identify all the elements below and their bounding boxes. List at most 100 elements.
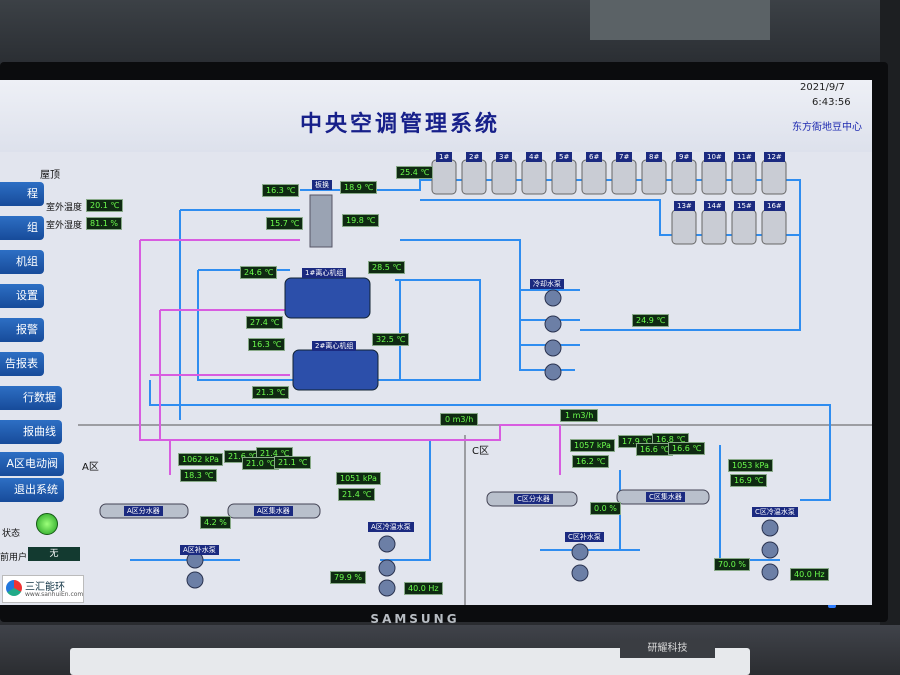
company-logo: 三汇能环 www.sanhuiEn.com xyxy=(2,575,84,603)
tower-7-label: 7# xyxy=(616,152,633,162)
sidebar-item-1[interactable]: 程 xyxy=(0,182,44,206)
reading-28-5: 28.5 ℃ xyxy=(368,261,406,274)
zone-c-collector-label: C区集水器 xyxy=(646,492,685,502)
zone-c-pressure-1: 1057 kPa xyxy=(570,439,615,452)
reading-32-5: 32.5 ℃ xyxy=(372,333,410,346)
sidebar-item-7[interactable]: 行数据 xyxy=(0,386,62,410)
sidebar-item-8[interactable]: 报曲线 xyxy=(0,420,62,444)
zone-a-freq: 40.0 Hz xyxy=(404,582,443,595)
logo-mark-icon xyxy=(6,580,22,596)
reading-25-4: 25.4 ℃ xyxy=(396,166,434,179)
user-value: 无 xyxy=(28,547,80,561)
magenta-pipes xyxy=(139,239,561,475)
sidebar-item-2[interactable]: 组 xyxy=(0,216,44,240)
reading-15-7: 15.7 ℃ xyxy=(266,217,304,230)
tower-16-label: 16# xyxy=(764,201,785,211)
tower-4-label: 4# xyxy=(526,152,543,162)
zone-a-title: A区 xyxy=(82,462,99,473)
flow-zone-a: 0 m3/h xyxy=(440,413,479,426)
roof-title: 屋顶 xyxy=(40,170,60,181)
zone-c-temp-1: 16.2 ℃ xyxy=(572,455,610,468)
outdoor-temp-label: 室外温度 xyxy=(46,203,83,213)
tower-13-label: 13# xyxy=(674,201,695,211)
zone-a-temp-1: 18.3 ℃ xyxy=(180,469,218,482)
outdoor-temp-value: 20.1 ℃ xyxy=(86,199,124,212)
sidebar-item-6[interactable]: 告报表 xyxy=(0,352,44,376)
reading-27-4: 27.4 ℃ xyxy=(246,316,284,329)
logo-url: www.sanhuiEn.com xyxy=(25,591,84,598)
tower-8-label: 8# xyxy=(646,152,663,162)
desk-tag: 研耀科技 xyxy=(620,640,715,658)
reading-24-9: 24.9 ℃ xyxy=(632,314,670,327)
reading-16-3-b: 16.3 ℃ xyxy=(248,338,286,351)
reading-16-3-a: 16.3 ℃ xyxy=(262,184,300,197)
time-display: 6:43:56 xyxy=(812,97,851,108)
tower-15-label: 15# xyxy=(734,201,755,211)
zone-c-supply-pump-label: C区补水泵 xyxy=(565,532,604,542)
chiller-1-label: 1#离心机组 xyxy=(302,268,347,278)
flow-zone-c: 1 m3/h xyxy=(560,409,599,422)
sidebar-item-4[interactable]: 设置 xyxy=(0,284,44,308)
tower-5-label: 5# xyxy=(556,152,573,162)
monitor-brand: SAMSUNG xyxy=(370,612,460,626)
power-led-icon xyxy=(828,604,836,608)
logo-text: 三汇能环 xyxy=(25,582,65,593)
header: 中央空调管理系统 2021/9/7 6:43:56 东方衙地豆中心 xyxy=(0,80,872,152)
outdoor-humidity-value: 81.1 % xyxy=(86,217,122,230)
zone-a-pumps-icon xyxy=(186,535,396,597)
tower-14-label: 14# xyxy=(704,201,725,211)
zone-c-valve-pct: 0.0 % xyxy=(590,502,621,515)
zone-c-small-4: 16.6 ℃ xyxy=(668,442,706,455)
cooling-towers-icon xyxy=(431,159,787,245)
zone-a-distributor-label: A区分水器 xyxy=(124,506,163,516)
zone-a-pump-pct: 79.9 % xyxy=(330,571,366,584)
chiller-1-icon xyxy=(284,277,371,319)
zone-a-valve-pct: 4.2 % xyxy=(200,516,231,529)
sidebar-item-5[interactable]: 报警 xyxy=(0,318,44,342)
zone-c-pumps-icon xyxy=(571,519,779,582)
plate-exchanger-icon xyxy=(309,194,333,248)
zone-a-pressure-1: 1062 kPa xyxy=(178,453,223,466)
site-name: 东方衙地豆中心 xyxy=(792,122,862,133)
zone-a-small-4: 21.1 ℃ xyxy=(274,456,312,469)
cooling-pumps-icon xyxy=(544,289,562,381)
piping-diagram xyxy=(78,159,872,605)
page-title: 中央空调管理系统 xyxy=(300,111,501,137)
reading-21-3: 21.3 ℃ xyxy=(252,386,290,399)
zone-a-pressure-2: 1051 kPa xyxy=(336,472,381,485)
user-label: 前用户 xyxy=(0,553,28,563)
zone-c-freq: 40.0 Hz xyxy=(790,568,829,581)
exchanger-label: 板换 xyxy=(312,180,332,190)
chiller-2-label: 2#离心机组 xyxy=(312,341,357,351)
tower-1-label: 1# xyxy=(436,152,453,162)
status-label: 状态 xyxy=(2,529,21,539)
tower-2-label: 2# xyxy=(466,152,483,162)
reading-18-9: 18.9 ℃ xyxy=(340,181,378,194)
chiller-2-icon xyxy=(292,349,379,391)
date-display: 2021/9/7 xyxy=(800,82,845,93)
tower-12-label: 12# xyxy=(764,152,785,162)
zone-c-cooling-pump-label: C区冷温水泵 xyxy=(752,507,798,517)
zone-c-pump-pct: 70.0 % xyxy=(714,558,750,571)
tower-10-label: 10# xyxy=(704,152,725,162)
outdoor-humidity-label: 室外湿度 xyxy=(46,221,83,231)
zone-c-temp-2: 16.9 ℃ xyxy=(730,474,768,487)
tower-9-label: 9# xyxy=(676,152,693,162)
zone-a-cooling-pump-label: A区冷温水泵 xyxy=(368,522,414,532)
status-led-icon xyxy=(36,513,58,535)
zone-c-distributor-label: C区分水器 xyxy=(514,494,553,504)
zone-a-temp-2: 21.4 ℃ xyxy=(338,488,376,501)
ceiling-panel xyxy=(590,0,770,40)
sidebar-item-10[interactable]: 退出系统 xyxy=(0,478,64,502)
tower-3-label: 3# xyxy=(496,152,513,162)
cooling-pump-label: 冷却水泵 xyxy=(530,279,564,289)
zone-a-collector-label: A区集水器 xyxy=(254,506,293,516)
zone-a-supply-pump-label: A区补水泵 xyxy=(180,545,219,555)
reading-19-8: 19.8 ℃ xyxy=(342,214,380,227)
tower-6-label: 6# xyxy=(586,152,603,162)
tower-11-label: 11# xyxy=(734,152,755,162)
sidebar-item-3[interactable]: 机组 xyxy=(0,250,44,274)
zone-c-pressure-2: 1053 kPa xyxy=(728,459,773,472)
scada-screen: 中央空调管理系统 2021/9/7 6:43:56 东方衙地豆中心 xyxy=(0,80,872,605)
sidebar-item-9[interactable]: A区电动阀 xyxy=(0,452,64,476)
